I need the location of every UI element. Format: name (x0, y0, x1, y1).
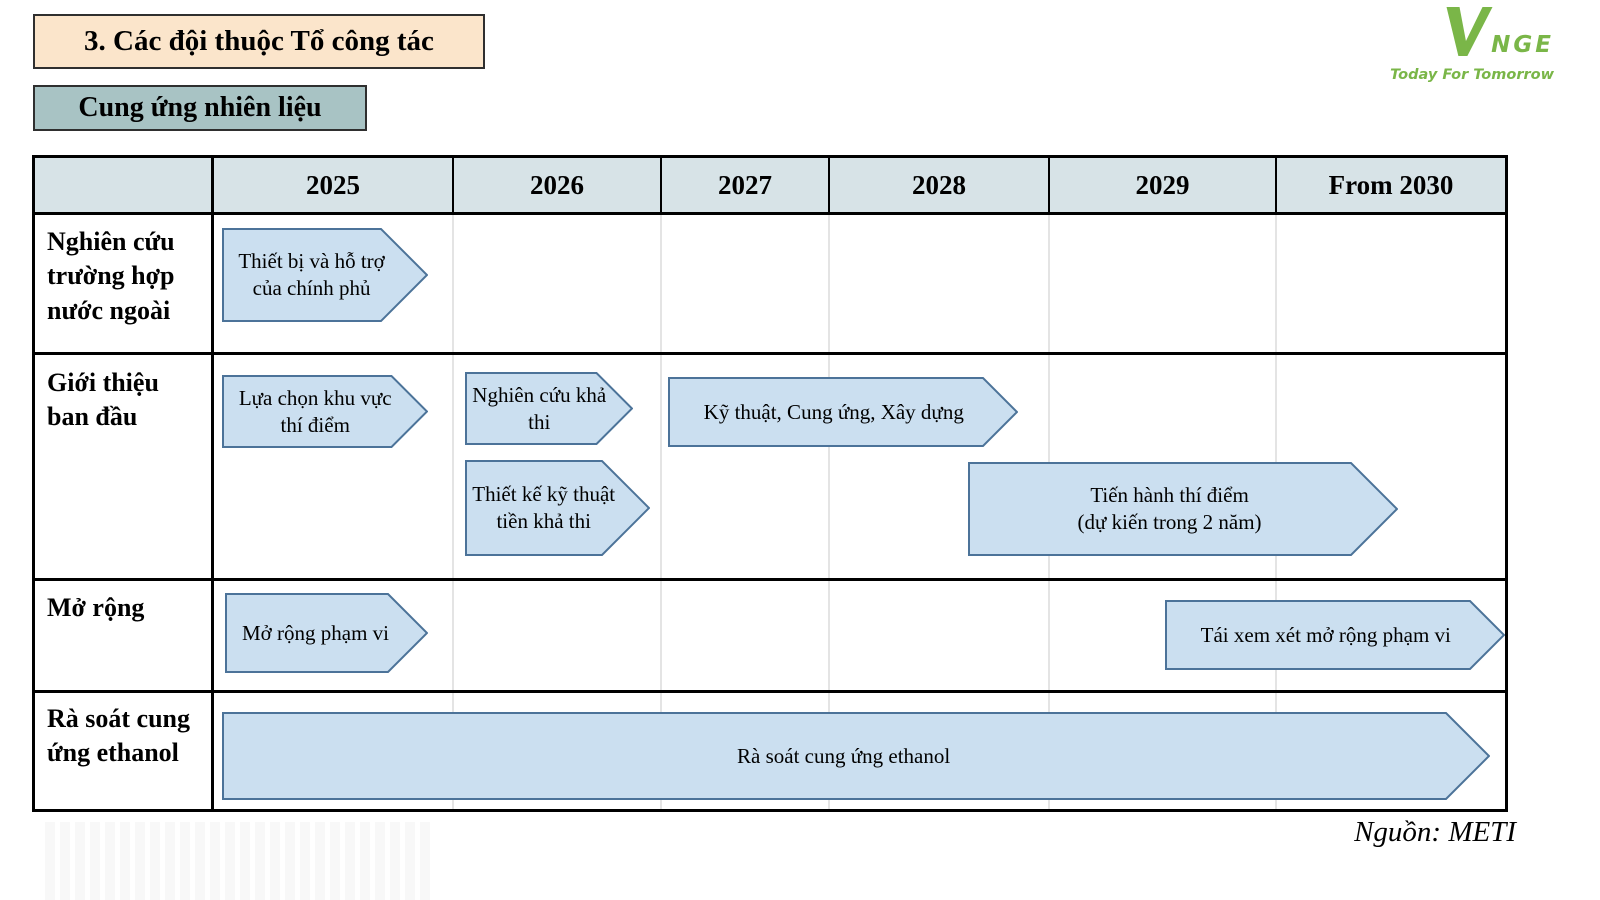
arrow-feasibility-study: Nghiên cứu khả thi (465, 372, 633, 445)
column-header-2026: 2026 (452, 158, 660, 212)
source-note: Nguồn: METI (1354, 816, 1516, 848)
row-label-foreign-case-study: Nghiên cứu trường hợp nước ngoài (47, 227, 175, 325)
arrow-shape (668, 377, 1018, 447)
column-header-blank (35, 158, 211, 212)
vnge-logo: NGE Today For Tomorrow (1384, 7, 1554, 83)
arrow-label: Nghiên cứu khả thi (472, 382, 607, 434)
column-header-2025: 2025 (211, 158, 452, 212)
arrow-shape (225, 593, 428, 673)
page-title: 3. Các đội thuộc Tổ công tác (33, 14, 485, 69)
column-header-2027: 2027 (660, 158, 828, 212)
column-gridline (660, 212, 662, 809)
arrow-pre-feasibility-design: Thiết kế kỹ thuật tiền khả thi (465, 460, 650, 556)
arrow-shape (465, 460, 650, 556)
arrow-engineering-procurement-construction: Kỹ thuật, Cung ứng, Xây dựng (668, 377, 1018, 447)
logo-wordmark: NGE (1384, 7, 1554, 62)
row-label-expansion: Mở rộng (47, 593, 145, 622)
row-separator (35, 690, 1505, 693)
background-artifact (45, 822, 430, 900)
arrow-ethanol-supply-review: Rà soát cung ứng ethanol (222, 712, 1490, 800)
column-header-from-2030: From 2030 (1275, 158, 1505, 212)
arrow-shape (222, 712, 1490, 800)
arrow-shape (465, 372, 633, 445)
arrow-scope-expansion: Mở rộng phạm vi (225, 593, 428, 673)
arrow-label: Thiết bị và hỗ trợ của chính phủ (238, 249, 385, 300)
arrow-label: Rà soát cung ứng ethanol (737, 743, 951, 768)
arrow-government-support: Thiết bị và hỗ trợ của chính phủ (222, 228, 428, 322)
logo-v-icon (1441, 5, 1493, 62)
arrow-scope-expansion-review: Tái xem xét mở rộng phạm vi (1165, 600, 1505, 670)
label-column-divider (211, 158, 214, 809)
column-header-2029: 2029 (1048, 158, 1275, 212)
arrow-pilot-site-selection: Lựa chọn khu vực thí điểm (222, 375, 428, 448)
column-gridline (452, 212, 454, 809)
arrow-label: Lựa chọn khu vực thí điểm (238, 385, 392, 437)
arrow-shape (222, 228, 428, 322)
arrow-label: Tái xem xét mở rộng phạm vi (1200, 622, 1451, 647)
arrow-label: Thiết kế kỹ thuật tiền khả thi (472, 482, 616, 533)
arrow-label: Mở rộng phạm vi (241, 620, 389, 645)
arrow-shape (1165, 600, 1505, 670)
arrow-shape (222, 375, 428, 448)
fuel-supply-tag: Cung ứng nhiên liệu (33, 85, 367, 131)
logo-tagline: Today For Tomorrow (1390, 67, 1554, 83)
arrow-label: Kỹ thuật, Cung ứng, Xây dựng (703, 399, 964, 424)
arrow-shape (968, 462, 1398, 556)
arrow-pilot-implementation: Tiến hành thí điểm (dự kiến trong 2 năm) (968, 462, 1398, 556)
logo-name-text: NGE (1491, 32, 1554, 58)
row-separator (35, 578, 1505, 581)
column-header-2028: 2028 (828, 158, 1048, 212)
timeline-table: 2025 2026 2027 2028 2029 From 2030 Nghiê… (32, 155, 1508, 812)
column-gridline (828, 212, 830, 809)
row-label-ethanol-supply-review: Rà soát cung ứng ethanol (47, 704, 191, 768)
timeline-header-row: 2025 2026 2027 2028 2029 From 2030 (35, 158, 1505, 215)
row-label-initial-introduction: Giới thiệu ban đầu (47, 368, 159, 432)
arrow-label: Tiến hành thí điểm (dự kiến trong 2 năm) (1077, 483, 1262, 534)
row-separator (35, 352, 1505, 355)
